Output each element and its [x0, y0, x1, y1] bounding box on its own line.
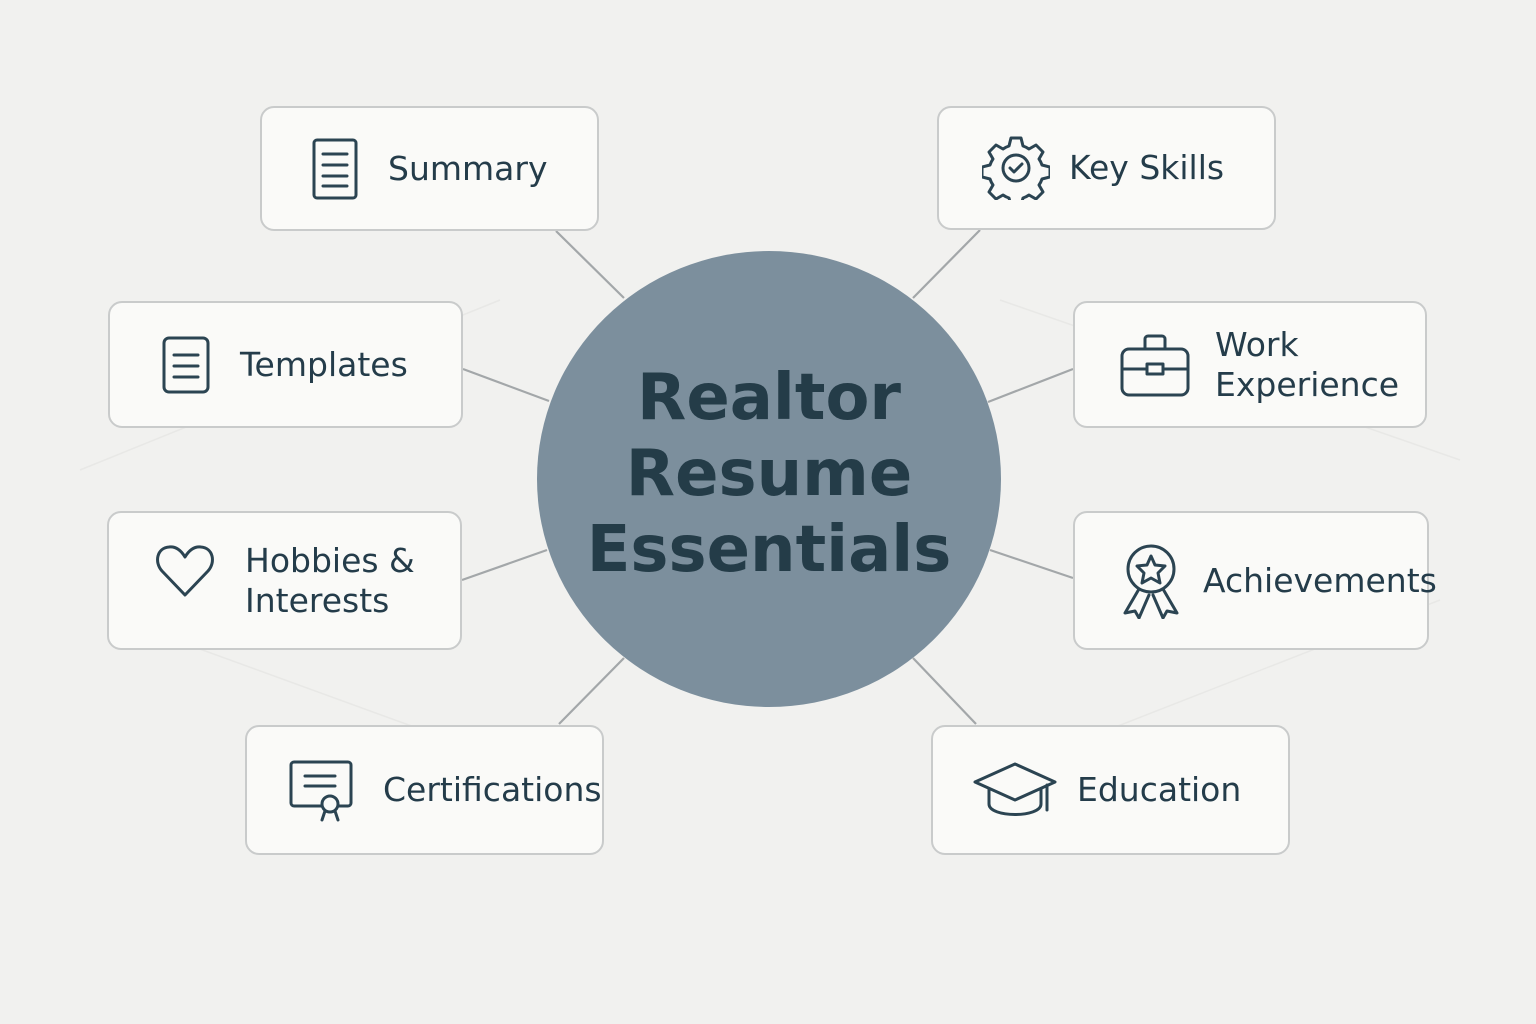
connector-hobbies: [461, 548, 548, 582]
node-certifications[interactable]: Certifications: [245, 725, 604, 855]
hub-title-line-1: Realtor: [637, 361, 901, 435]
node-label: Summary: [388, 148, 548, 188]
certificate-icon: [287, 758, 355, 822]
connector-certifications: [558, 657, 625, 725]
node-label: Achievements: [1203, 560, 1437, 600]
hub-title: Realtor Resume Essentials: [587, 360, 952, 588]
node-label: Hobbies & Interests: [245, 540, 415, 620]
award-ribbon-icon: [1119, 543, 1183, 619]
node-label: Certifications: [383, 770, 602, 809]
briefcase-icon: [1119, 331, 1191, 399]
heart-icon: [153, 543, 217, 599]
node-hobbies-interests[interactable]: Hobbies & Interests: [107, 511, 462, 650]
hub-title-line-3: Essentials: [586, 513, 952, 587]
graduation-cap-icon: [973, 760, 1057, 820]
connector-summary: [555, 230, 625, 299]
gear-check-icon: [981, 136, 1051, 200]
template-list-icon: [158, 335, 214, 395]
node-summary[interactable]: Summary: [260, 106, 599, 231]
node-education[interactable]: Education: [931, 725, 1290, 855]
document-lines-icon: [306, 137, 364, 201]
node-label: Key Skills: [1069, 148, 1225, 187]
node-achievements[interactable]: Achievements: [1073, 511, 1437, 650]
hub-title-line-2: Resume: [625, 437, 913, 511]
connector-achievements: [989, 548, 1074, 580]
connector-education: [912, 657, 977, 725]
node-label: Education: [1077, 770, 1242, 809]
node-label: Templates: [240, 344, 408, 384]
connector-templates: [462, 367, 550, 403]
node-templates[interactable]: Templates: [108, 301, 463, 428]
connector-work-experience: [987, 367, 1074, 404]
central-hub: Realtor Resume Essentials: [537, 251, 1001, 707]
node-label: Work Experience: [1215, 324, 1400, 404]
node-key-skills[interactable]: Key Skills: [937, 106, 1276, 230]
node-work-experience[interactable]: Work Experience: [1073, 301, 1427, 428]
connector-key-skills: [912, 229, 981, 299]
